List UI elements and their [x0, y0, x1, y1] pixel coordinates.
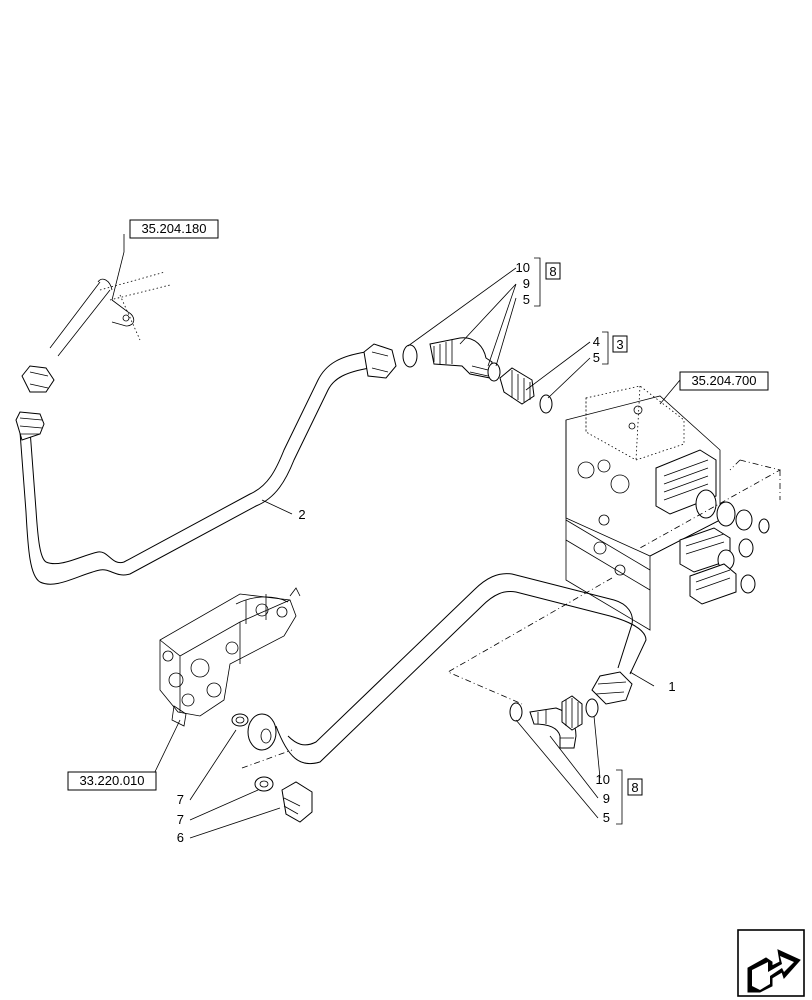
callout-7a: 7 — [177, 792, 184, 807]
kit-label-3: 3 — [616, 337, 623, 352]
o-ring-10-top — [402, 344, 418, 368]
kit-label-8-top: 8 — [549, 264, 556, 279]
o-ring-5-top — [487, 362, 501, 382]
kit-box-3 — [612, 335, 628, 353]
leader-lines — [111, 234, 681, 839]
valve-block — [447, 385, 782, 705]
kit-box-8-top — [545, 262, 561, 280]
callout-5-top: 5 — [523, 292, 530, 307]
top-fittings — [402, 337, 553, 414]
pipe-1 — [247, 573, 647, 765]
kit-bracket-mid — [602, 331, 609, 365]
callout-5-mid: 5 — [593, 350, 600, 365]
callout-10-bot: 10 — [596, 772, 610, 787]
ref-box-bottom-left[interactable] — [67, 771, 157, 791]
callout-7b: 7 — [177, 812, 184, 827]
washer-7a — [231, 713, 249, 727]
kit-bracket-bot — [616, 769, 623, 825]
o-ring-5-bot — [509, 702, 523, 722]
pump-assembly — [159, 587, 313, 823]
ref-box-right[interactable] — [679, 371, 769, 391]
o-ring-10-bot — [585, 698, 599, 718]
plug-6 — [281, 781, 313, 823]
callout-10-top: 10 — [516, 260, 530, 275]
callout-2: 2 — [298, 507, 305, 522]
callout-9-bot: 9 — [603, 791, 610, 806]
kit-box-8-bot — [627, 778, 643, 796]
callout-4: 4 — [593, 334, 600, 349]
elbow-9-top — [429, 337, 493, 379]
ref-label-bottom-left[interactable]: 33.220.010 — [79, 773, 144, 788]
bottom-fittings — [509, 695, 599, 749]
callout-9-top: 9 — [523, 276, 530, 291]
o-ring-5-mid — [539, 394, 553, 414]
callout-1: 1 — [668, 679, 675, 694]
pipe-2 — [15, 271, 397, 585]
ref-box-top-left[interactable] — [129, 219, 219, 239]
adapter-4 — [499, 367, 535, 405]
callout-6: 6 — [177, 830, 184, 845]
next-page-arrow-icon[interactable] — [737, 929, 805, 997]
kit-label-8-bot: 8 — [631, 780, 638, 795]
washer-7b — [254, 776, 274, 792]
ref-label-top-left[interactable]: 35.204.180 — [141, 221, 206, 236]
callout-5-bot: 5 — [603, 810, 610, 825]
kit-bracket-top — [534, 257, 541, 307]
ref-label-right[interactable]: 35.204.700 — [691, 373, 756, 388]
